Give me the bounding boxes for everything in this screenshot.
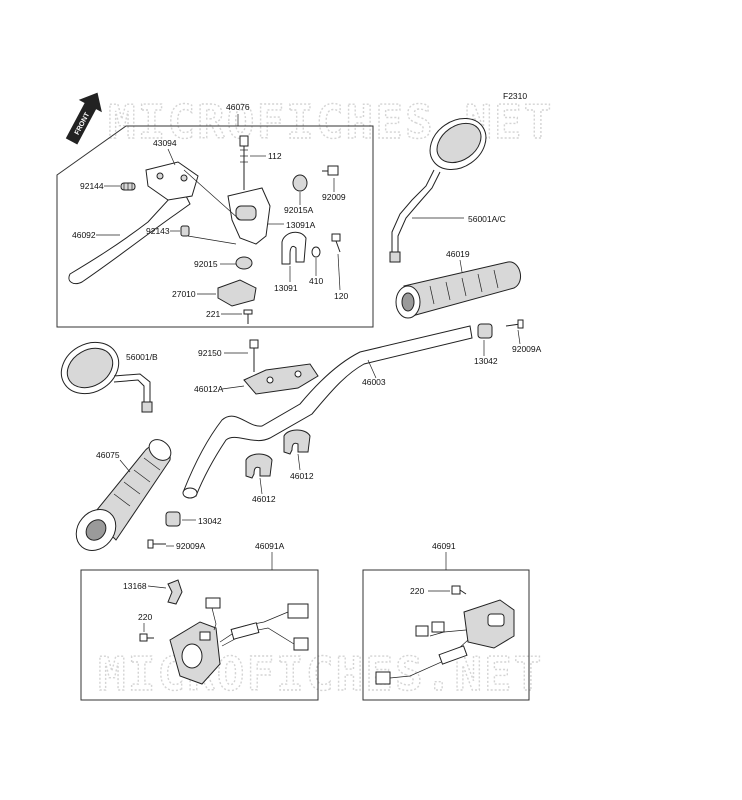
nut-92015A (292, 174, 308, 192)
wire-sleeve (230, 622, 260, 640)
watermark-bottom: MICROFICHES.NET (98, 647, 543, 701)
wire-harness (211, 607, 217, 631)
holder-46012A (243, 363, 319, 395)
label-220-left: 220 (138, 612, 152, 622)
label-46091: 46091 (432, 541, 456, 551)
label-92015: 92015 (194, 259, 218, 269)
figure-code: F2310 (503, 91, 527, 101)
connector (375, 671, 391, 685)
switch-27010 (217, 279, 257, 307)
wire-sleeve (438, 645, 468, 665)
label-220-right: 220 (410, 586, 424, 596)
label-46092: 46092 (72, 230, 96, 240)
clip-13168 (167, 579, 183, 605)
wire-harness (429, 629, 467, 637)
switch-button (487, 613, 505, 627)
switch-knob (199, 631, 211, 641)
label-120: 120 (334, 291, 348, 301)
handlebar-end (182, 487, 198, 499)
label-46003: 46003 (362, 377, 386, 387)
label-92143: 92143 (146, 226, 170, 236)
label-92015A: 92015A (284, 205, 314, 215)
left-mirror (60, 341, 153, 413)
label-46012-left: 46012 (252, 494, 276, 504)
label-13042-right: 13042 (474, 356, 498, 366)
switch-button (181, 643, 203, 669)
handlebar-46003 (183, 325, 473, 497)
clamp-13091 (281, 231, 307, 265)
label-410: 410 (309, 276, 323, 286)
label-13091A: 13091A (286, 220, 316, 230)
label-46012A: 46012A (194, 384, 224, 394)
screw-220-left (139, 633, 154, 642)
screw-221 (243, 309, 253, 324)
right-grip (395, 261, 522, 319)
lever-pivot-block (145, 161, 199, 201)
nut-92015 (235, 256, 253, 270)
label-46075: 46075 (96, 450, 120, 460)
bush-92143 (180, 225, 190, 237)
label-27010: 27010 (172, 289, 196, 299)
label-43094: 43094 (153, 138, 177, 148)
screw-92009 (322, 165, 339, 176)
screw-92009A-right (505, 319, 524, 329)
connector (205, 597, 221, 609)
label-92144: 92144 (80, 181, 104, 191)
label-221: 221 (206, 309, 220, 319)
screw-92009A-left (147, 539, 166, 549)
label-56001B: 56001/B (126, 352, 158, 362)
holder-46012-right (283, 429, 311, 455)
bolt-92150 (249, 339, 259, 372)
connector (431, 621, 445, 633)
label-46019: 46019 (446, 249, 470, 259)
connector (293, 637, 309, 651)
clutch-lever (68, 191, 191, 285)
pivot-hole (180, 174, 188, 182)
spring-92144 (120, 182, 136, 191)
label-13091: 13091 (274, 283, 298, 293)
label-92009A-left: 92009A (176, 541, 206, 551)
pivot-hole (156, 172, 164, 180)
screw-220-right (451, 585, 467, 595)
right-mirror (389, 117, 487, 263)
label-46091A: 46091A (255, 541, 285, 551)
label-56001AC: 56001A/C (468, 214, 506, 224)
bolt-112 (239, 135, 249, 190)
label-112: 112 (268, 151, 282, 161)
label-46012-right: 46012 (290, 471, 314, 481)
holder-hole (294, 370, 302, 378)
screw-120 (331, 233, 341, 253)
switch-box-46091A (80, 569, 319, 701)
bracket-boss (235, 205, 257, 221)
label-46076: 46076 (226, 102, 250, 112)
washer-410 (311, 246, 321, 258)
label-13042-left: 13042 (198, 516, 222, 526)
lever-assembly-box (56, 125, 374, 328)
bar-end-13042-right (477, 323, 493, 339)
left-grip (75, 439, 172, 551)
bar-end-13042-left (165, 511, 181, 527)
label-13168: 13168 (123, 581, 147, 591)
connector (287, 603, 309, 619)
label-92009: 92009 (322, 192, 346, 202)
holder-hole (266, 376, 274, 384)
label-92150: 92150 (198, 348, 222, 358)
connector (415, 625, 429, 637)
holder-46012-left (245, 453, 273, 479)
front-arrow-icon: FRONT (65, 92, 102, 145)
label-92009A-right: 92009A (512, 344, 542, 354)
